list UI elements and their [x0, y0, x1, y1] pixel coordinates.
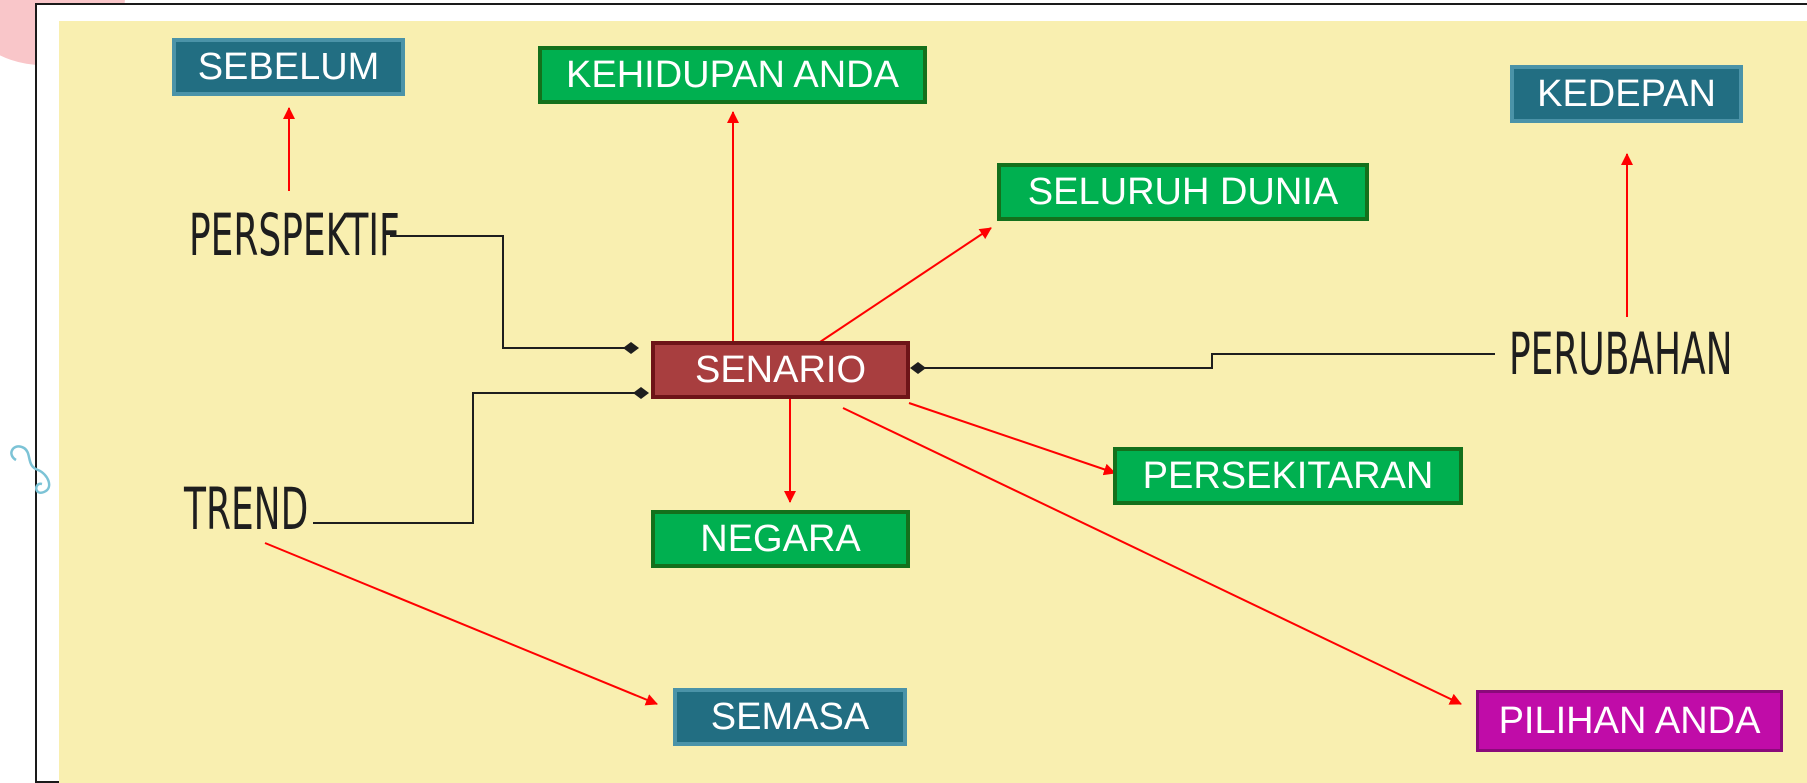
box-seluruh-dunia: SELURUH DUNIA: [997, 163, 1369, 221]
swirl-icon: [10, 445, 51, 494]
box-persekitaran: PERSEKITARAN: [1113, 447, 1463, 505]
box-kedepan: KEDEPAN: [1510, 65, 1743, 123]
label-perspektif: PERSPEKTIF: [189, 201, 400, 269]
connector-trend-senario: [313, 387, 649, 524]
box-sebelum: SEBELUM: [172, 38, 405, 96]
arrow-senario-persekitaran: [908, 402, 1116, 476]
box-negara: NEGARA: [651, 510, 910, 568]
arrow-trend-semasa: [264, 542, 658, 706]
box-pilihan-anda: PILIHAN ANDA: [1476, 690, 1783, 752]
arrow-senario-pilihan: [842, 407, 1462, 705]
label-trend: TREND: [184, 475, 309, 543]
box-kehidupan-anda: KEHIDUPAN ANDA: [538, 46, 927, 104]
connector-perspektif-senario: [390, 235, 639, 354]
arrow-senario-seluruh-dunia: [819, 227, 992, 343]
slide-canvas: [59, 21, 1807, 783]
label-perubahan: PERUBAHAN: [1509, 320, 1733, 388]
box-senario: SENARIO: [651, 341, 910, 399]
box-semasa: SEMASA: [673, 688, 907, 746]
connector-perubahan-senario: [910, 353, 1495, 374]
